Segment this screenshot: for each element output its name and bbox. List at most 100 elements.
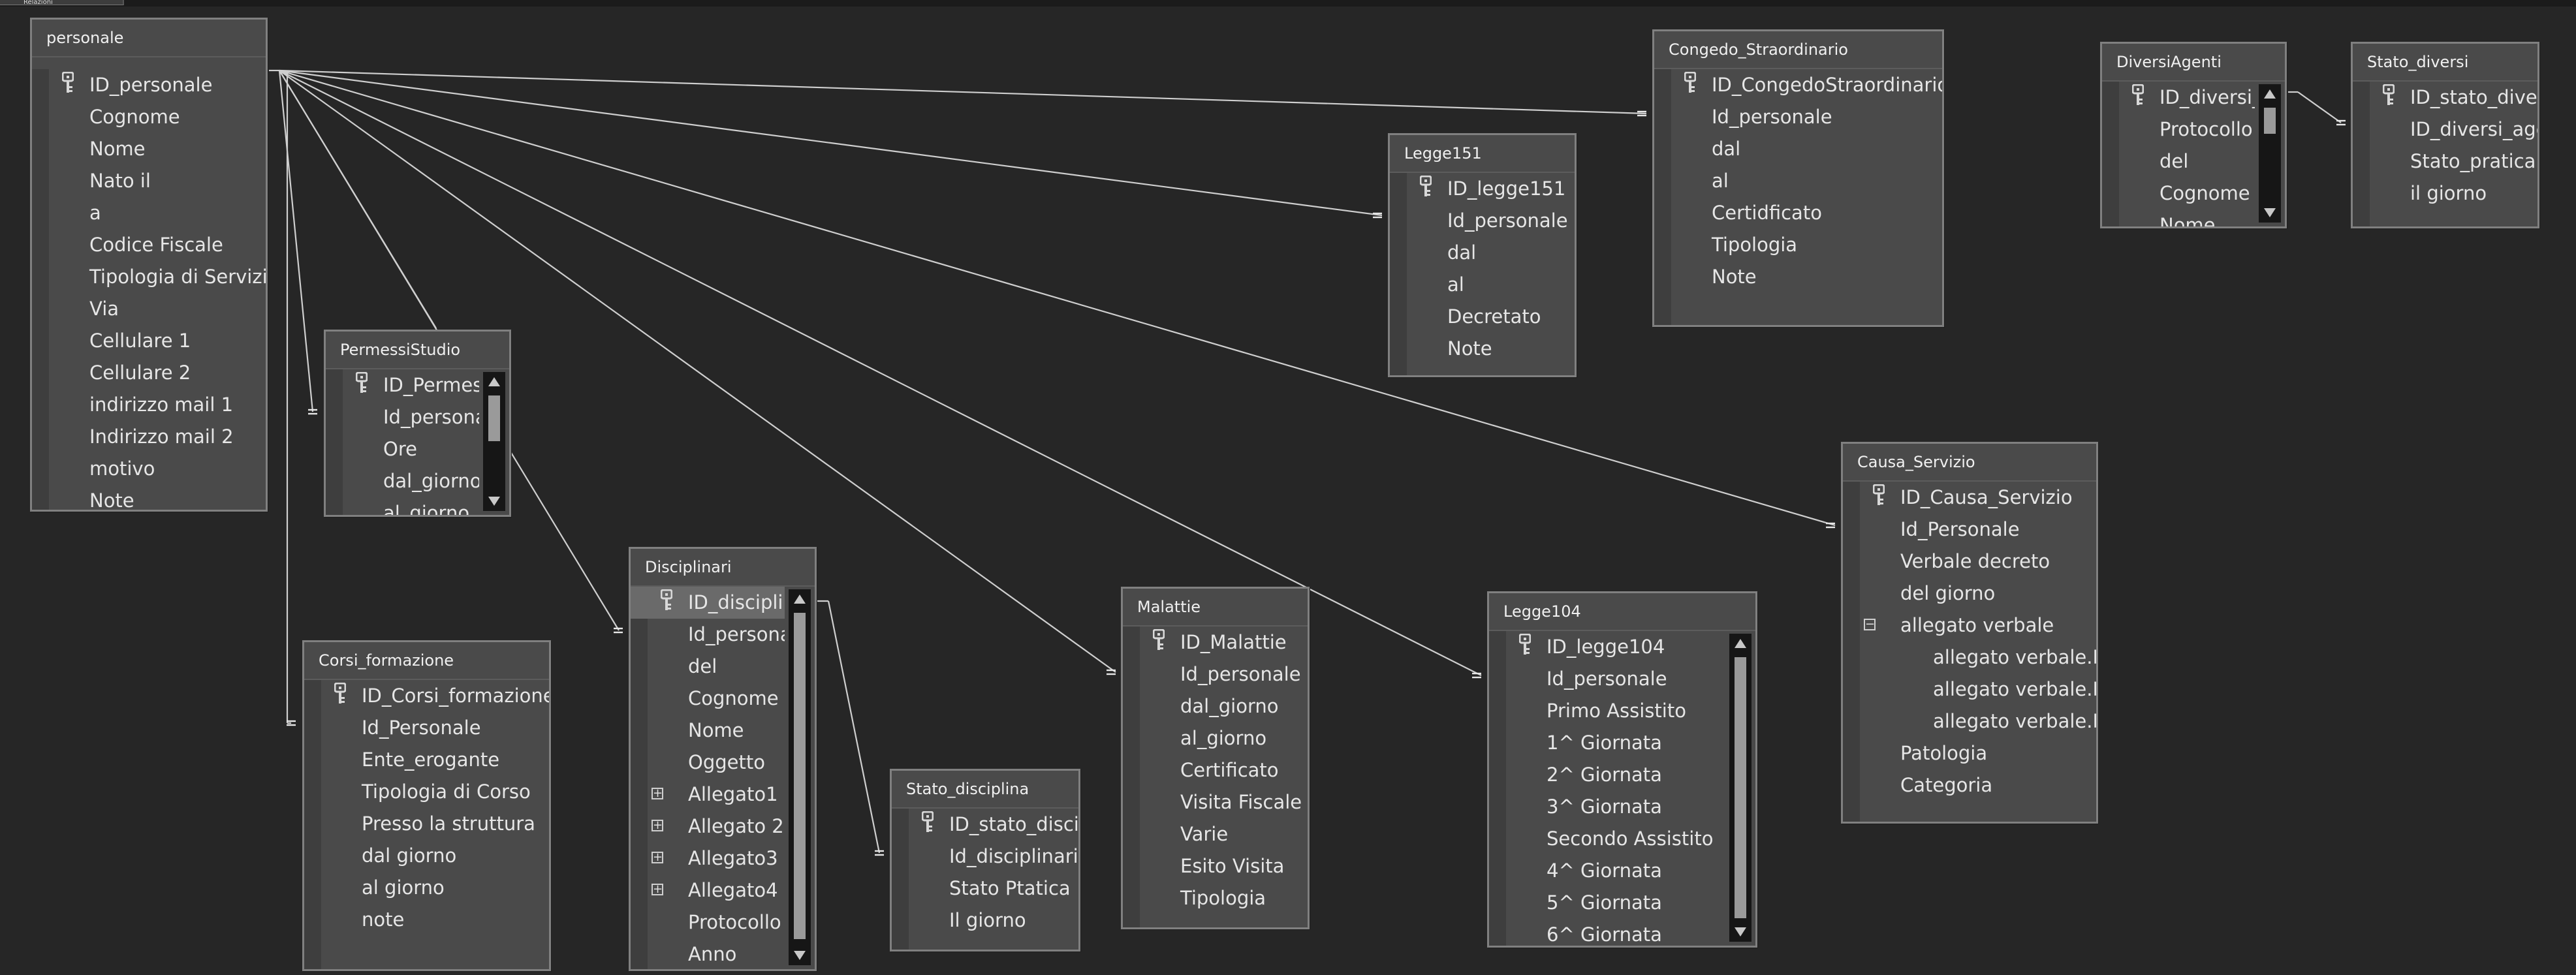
field-tipologia[interactable]: Tipologia bbox=[1123, 882, 1308, 914]
field-a[interactable]: a bbox=[32, 197, 266, 229]
field-certificato[interactable]: Certificato bbox=[1123, 754, 1308, 786]
field-il-giorno[interactable]: il giorno bbox=[2353, 178, 2537, 209]
table-title[interactable]: DiversiAgenti bbox=[2102, 44, 2285, 82]
field-1-giornata[interactable]: 1^ Giornata bbox=[1489, 727, 1725, 759]
scroll-thumb[interactable] bbox=[1735, 657, 1746, 918]
field-motivo[interactable]: motivo bbox=[32, 453, 266, 485]
field-id-causa-servizio[interactable]: ID_Causa_Servizio bbox=[1843, 482, 2096, 514]
field-nome[interactable]: Nome bbox=[2102, 209, 2255, 226]
field-cognome[interactable]: Cognome bbox=[631, 683, 785, 715]
scroll-down-arrow-icon[interactable] bbox=[794, 951, 806, 960]
table-title[interactable]: Disciplinari bbox=[631, 549, 815, 587]
field-dal-giorno[interactable]: dal_giorno bbox=[326, 465, 479, 497]
field-al-giorno[interactable]: al giorno bbox=[304, 872, 549, 904]
table-stato-disciplina[interactable]: Stato_disciplina ID_stato_disciplinaId_d… bbox=[890, 769, 1080, 952]
field-protocollo[interactable]: Protocollo bbox=[631, 906, 785, 938]
field-dal[interactable]: dal bbox=[1654, 133, 1942, 165]
table-diversi-agenti[interactable]: DiversiAgenti ID_diversi_agentiProtocoll… bbox=[2100, 42, 2287, 228]
collapse-minus-icon[interactable]: − bbox=[1864, 617, 1876, 631]
field-list[interactable]: ID_diversi_agentiProtocollodelCognomeNom… bbox=[2102, 82, 2255, 226]
field-note[interactable]: note bbox=[304, 904, 549, 936]
field-list[interactable]: ID_stato_diversiID_diversi_agentiStato_p… bbox=[2353, 82, 2537, 226]
field-stato-ptatica[interactable]: Stato Ptatica bbox=[892, 873, 1078, 905]
field-nome[interactable]: Nome bbox=[631, 715, 785, 747]
field-id-personale[interactable]: Id_personale bbox=[631, 619, 785, 651]
field-id-personale[interactable]: Id_Personale bbox=[304, 712, 549, 744]
field-note[interactable]: Note bbox=[32, 485, 266, 510]
field-cellulare-2[interactable]: Cellulare 2 bbox=[32, 357, 266, 389]
vertical-scrollbar[interactable] bbox=[1729, 634, 1751, 942]
field-id-personale[interactable]: Id_personale bbox=[1123, 658, 1308, 690]
field-dal[interactable]: dal bbox=[1390, 237, 1575, 269]
table-title[interactable]: Stato_disciplina bbox=[892, 771, 1078, 809]
field-id-diversi-agenti[interactable]: ID_diversi_agenti bbox=[2353, 114, 2537, 146]
table-title[interactable]: PermessiStudio bbox=[326, 332, 509, 369]
field-indirizzo-mail-2[interactable]: Indirizzo mail 2 bbox=[32, 421, 266, 453]
field-al-giorno[interactable]: al_giorno bbox=[326, 497, 479, 515]
scroll-down-arrow-icon[interactable] bbox=[2264, 208, 2276, 217]
field-list[interactable]: ID_disciplinariId_personaledelCognomeNom… bbox=[631, 587, 785, 969]
field-decretato[interactable]: Decretato bbox=[1390, 301, 1575, 333]
expand-plus-icon[interactable]: + bbox=[652, 818, 663, 832]
field-del-giorno[interactable]: del giorno bbox=[1843, 578, 2096, 610]
field-allegato-2[interactable]: +Allegato 2 bbox=[631, 811, 785, 843]
field-4-giornata[interactable]: 4^ Giornata bbox=[1489, 855, 1725, 887]
field-note[interactable]: Note bbox=[1654, 261, 1942, 293]
field-id-personale[interactable]: Id_Personale bbox=[1843, 514, 2096, 546]
table-congedo-straordinario[interactable]: Congedo_Straordinario ID_CongedoStraordi… bbox=[1652, 29, 1944, 327]
field-allegato-verbale[interactable]: −allegato verbale bbox=[1843, 610, 2096, 642]
scroll-thumb[interactable] bbox=[794, 613, 806, 939]
field-del[interactable]: del bbox=[2102, 146, 2255, 178]
field-codice-fiscale[interactable]: Codice Fiscale bbox=[32, 229, 266, 261]
table-title[interactable]: Legge151 bbox=[1390, 135, 1575, 173]
field-presso-la-struttura[interactable]: Presso la struttura bbox=[304, 808, 549, 840]
field-id-malattie[interactable]: ID_Malattie bbox=[1123, 627, 1308, 658]
field-note[interactable]: Note bbox=[1390, 333, 1575, 365]
field-allegato3[interactable]: +Allegato3 bbox=[631, 843, 785, 874]
field-id-legge104[interactable]: ID_legge104 bbox=[1489, 631, 1725, 663]
field-id-congedostraordinario[interactable]: ID_CongedoStraordinario bbox=[1654, 69, 1942, 101]
field-id-legge151[interactable]: ID_legge151 bbox=[1390, 173, 1575, 205]
field-oggetto[interactable]: Oggetto bbox=[631, 747, 785, 779]
field-patologia[interactable]: Patologia bbox=[1843, 737, 2096, 769]
field-id-stato-disciplina[interactable]: ID_stato_disciplina bbox=[892, 809, 1078, 841]
field-id-personale[interactable]: Id_personale bbox=[326, 401, 479, 433]
field-allegato-verbale-filename[interactable]: allegato verbale.FileName bbox=[1843, 673, 2096, 705]
table-permessi-studio[interactable]: PermessiStudio ID_PermessiId_personaleOr… bbox=[324, 330, 511, 517]
expand-plus-icon[interactable]: + bbox=[652, 786, 663, 800]
field-list[interactable]: ID_PermessiId_personaleOredal_giornoal_g… bbox=[326, 369, 479, 515]
field-ore[interactable]: Ore bbox=[326, 433, 479, 465]
table-title[interactable]: Stato_diversi bbox=[2353, 44, 2537, 82]
table-title[interactable]: Malattie bbox=[1123, 589, 1308, 627]
expand-plus-icon[interactable]: + bbox=[652, 882, 663, 896]
field-dal-giorno[interactable]: dal_giorno bbox=[1123, 690, 1308, 722]
field-allegato-verbale-filetype[interactable]: allegato verbale.FileType bbox=[1843, 705, 2096, 737]
table-title[interactable]: Corsi_formazione bbox=[304, 642, 549, 680]
field-certidficato[interactable]: Certidficato bbox=[1654, 197, 1942, 229]
scroll-up-arrow-icon[interactable] bbox=[488, 377, 500, 386]
field-id-disciplinari[interactable]: Id_disciplinari bbox=[892, 841, 1078, 873]
scroll-up-arrow-icon[interactable] bbox=[1735, 639, 1746, 648]
scroll-up-arrow-icon[interactable] bbox=[2264, 89, 2276, 99]
field-secondo-assistito[interactable]: Secondo Assistito bbox=[1489, 823, 1725, 855]
field-allegato-verbale-filedata[interactable]: allegato verbale.FileData bbox=[1843, 642, 2096, 673]
field-id-corsi-formazione[interactable]: ID_Corsi_formazione bbox=[304, 680, 549, 712]
field-nato-il[interactable]: Nato il bbox=[32, 165, 266, 197]
field-allegato4[interactable]: +Allegato4 bbox=[631, 874, 785, 906]
field-del[interactable]: del bbox=[631, 651, 785, 683]
vertical-scrollbar[interactable] bbox=[2259, 84, 2281, 223]
table-title[interactable]: personale bbox=[32, 20, 266, 57]
field-anno[interactable]: Anno bbox=[631, 938, 785, 969]
field-2-giornata[interactable]: 2^ Giornata bbox=[1489, 759, 1725, 791]
expand-plus-icon[interactable]: + bbox=[652, 850, 663, 864]
field-categoria[interactable]: Categoria bbox=[1843, 769, 2096, 801]
field-cognome[interactable]: Cognome bbox=[32, 101, 266, 133]
